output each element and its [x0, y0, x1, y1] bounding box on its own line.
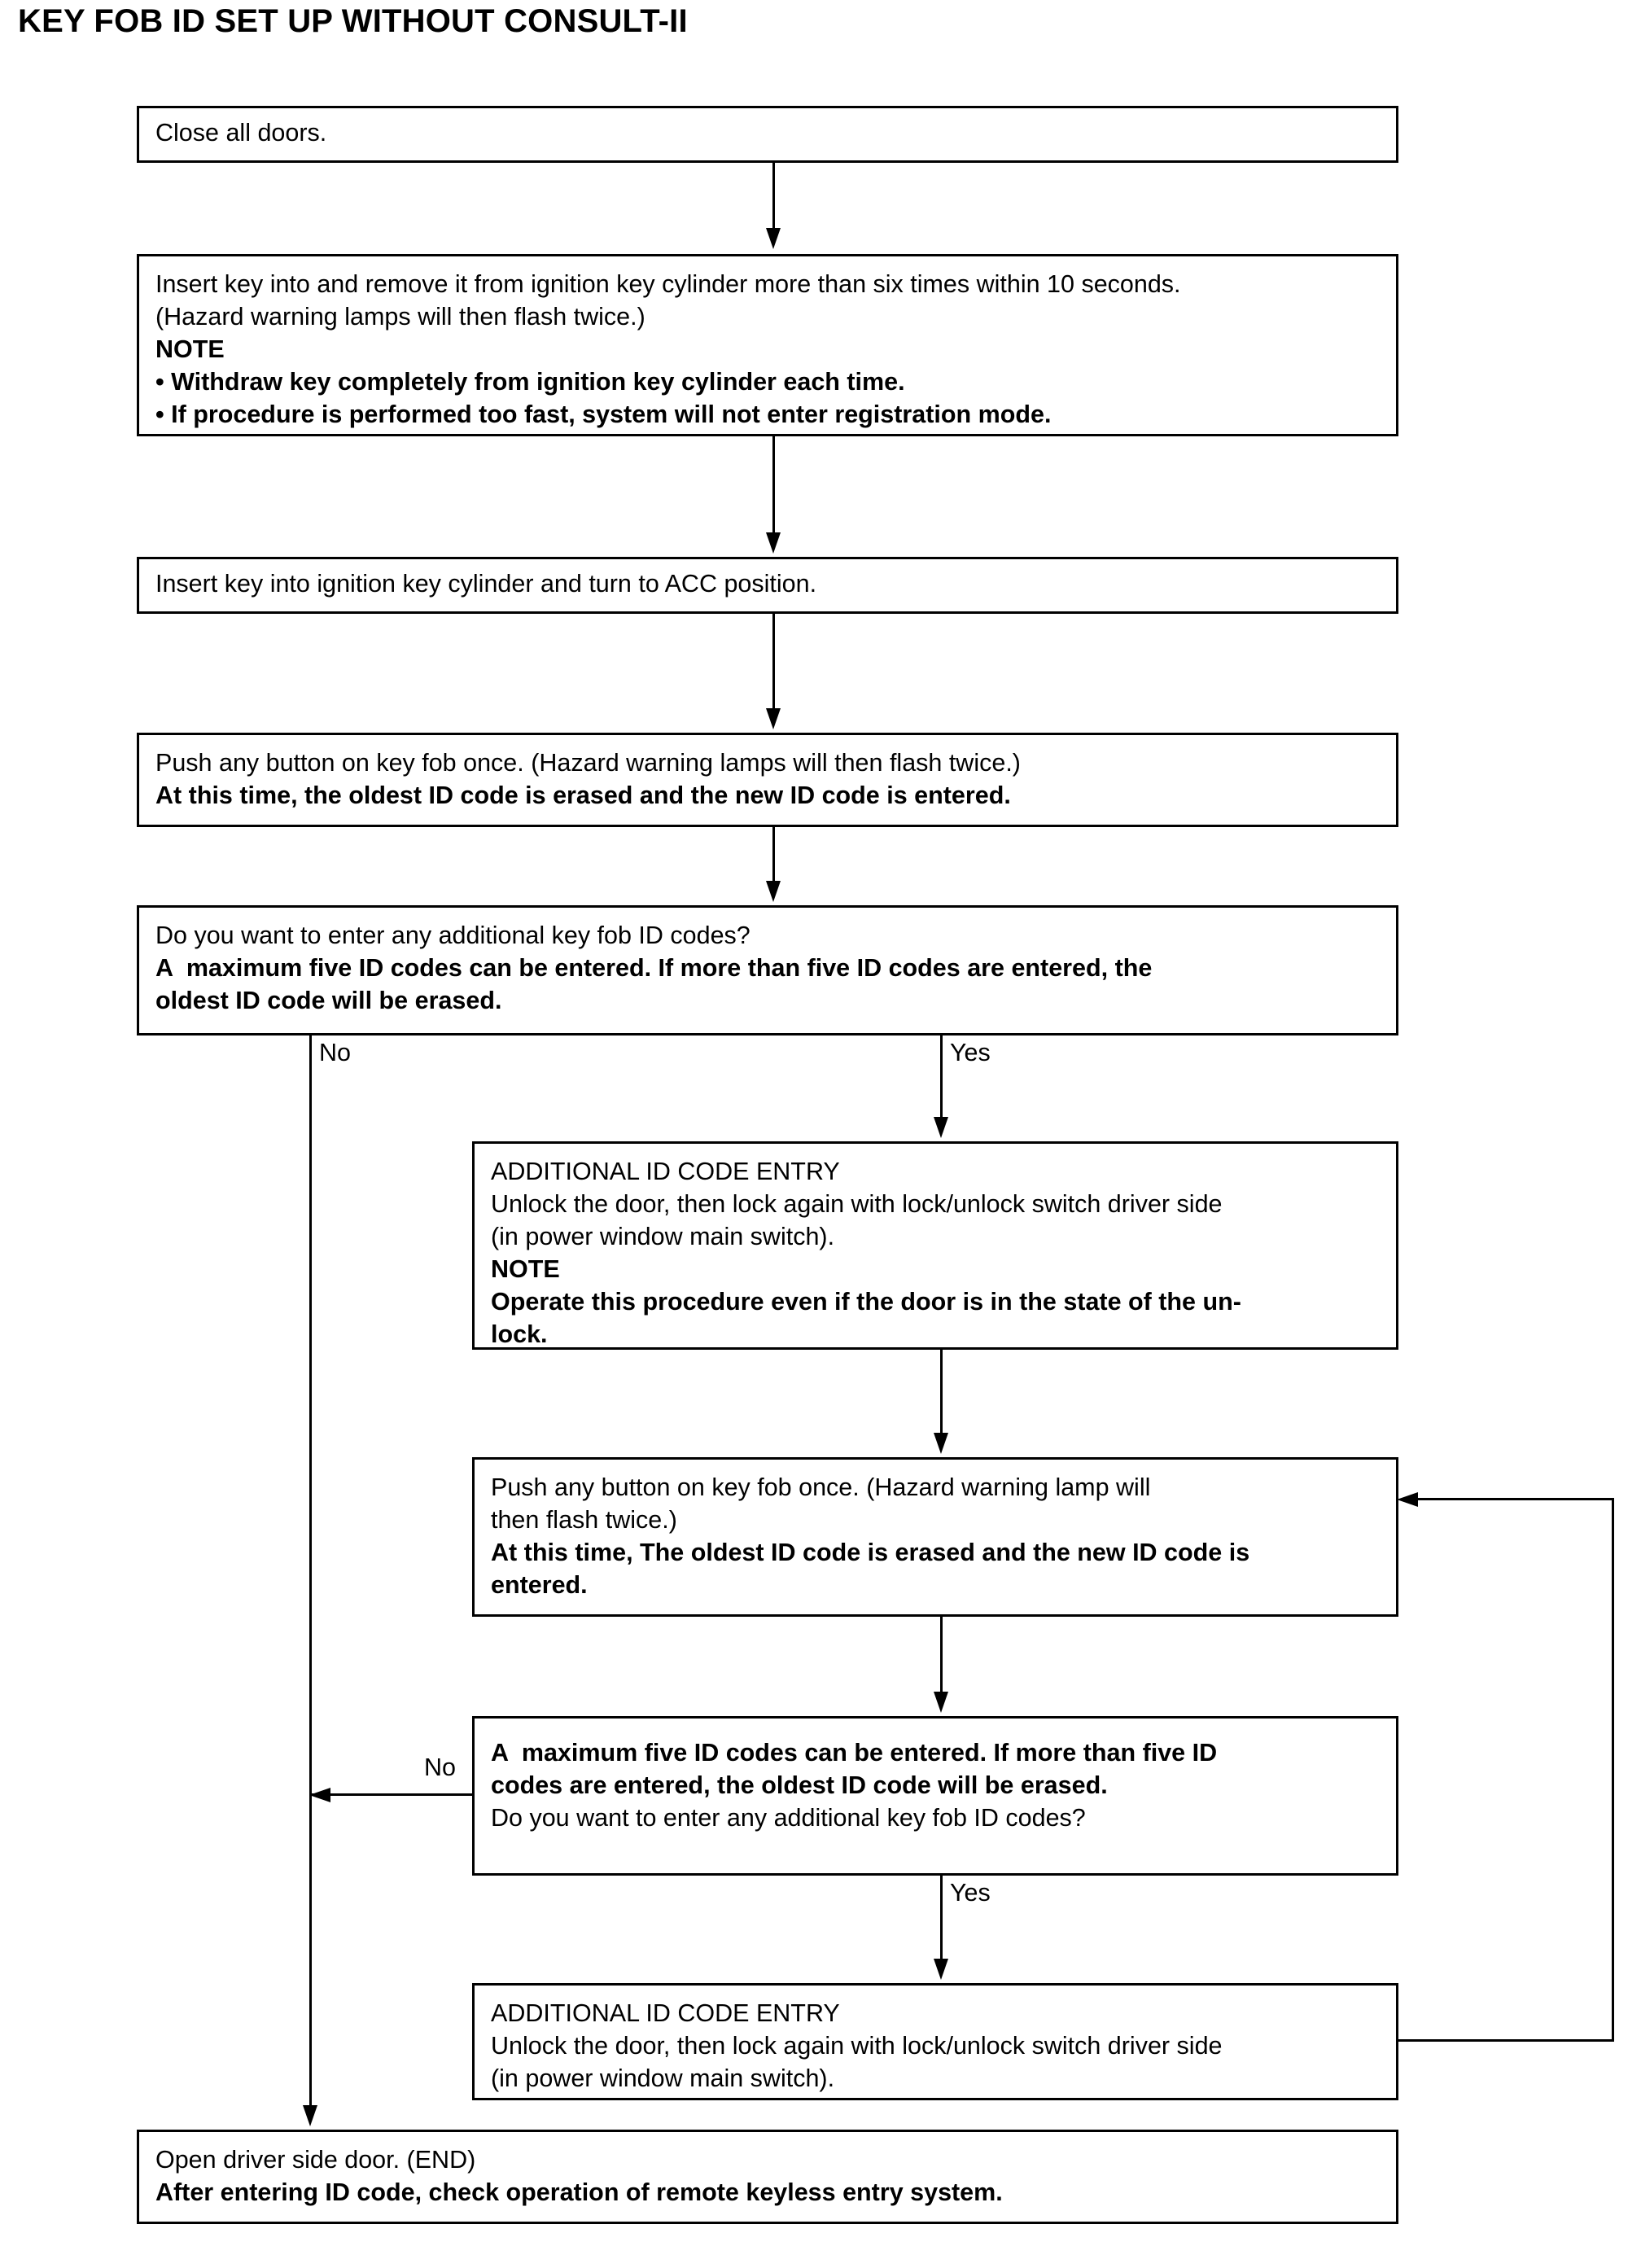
feedback-loop-bottom [1397, 2039, 1614, 2042]
node-push-button-1-line-0: Push any button on key fob once. (Hazard… [155, 749, 1021, 777]
node-insert-remove-key-line-1: (Hazard warning lamps will then flash tw… [155, 303, 645, 331]
node-decision-2-question: Do you want to enter any additional key … [491, 1804, 1086, 1832]
connector-decision2-yes [940, 1876, 943, 1962]
node-end-line-1: After entering ID code, check operation … [155, 2178, 1003, 2206]
node-additional-entry-2: ADDITIONAL ID CODE ENTRY Unlock the door… [472, 1983, 1398, 2100]
node-insert-remove-key-note-heading: NOTE [155, 335, 225, 363]
node-turn-acc-line-0: Insert key into ignition key cylinder an… [155, 570, 817, 598]
node-decision-1: Do you want to enter any additional key … [137, 905, 1398, 1035]
connector-5 [940, 1350, 943, 1436]
arrow-3 [766, 708, 781, 729]
node-push-button-2-line-2: At this time, The oldest ID code is eras… [491, 1539, 1250, 1566]
connector-1 [772, 163, 775, 231]
arrow-2 [766, 532, 781, 554]
branch-label-decision1-yes: Yes [950, 1039, 991, 1066]
node-additional-entry-1-line-1: Unlock the door, then lock again with lo… [491, 1190, 1223, 1218]
connector-decision1-yes [940, 1035, 943, 1120]
node-decision-1-note-line-0: A maximum five ID codes can be entered. … [155, 954, 1153, 982]
connector-2 [772, 436, 775, 536]
branch-label-decision2-yes: Yes [950, 1879, 991, 1907]
node-end-line-0: Open driver side door. (END) [155, 2146, 476, 2174]
node-additional-entry-2-line-1: Unlock the door, then lock again with lo… [491, 2032, 1223, 2060]
arrow-decision2-yes [934, 1959, 948, 1980]
node-additional-entry-1-line-2: (in power window main switch). [491, 1223, 835, 1250]
arrow-decision1-yes [934, 1117, 948, 1138]
node-end: Open driver side door. (END) After enter… [137, 2130, 1398, 2224]
node-additional-entry-1-note-line-1: lock. [491, 1320, 548, 1348]
node-additional-entry-1-note-line-0: Operate this procedure even if the door … [491, 1288, 1241, 1316]
node-insert-remove-key-line-0: Insert key into and remove it from ignit… [155, 270, 1181, 298]
node-decision-1-question: Do you want to enter any additional key … [155, 922, 750, 949]
connector-4 [772, 827, 775, 884]
node-push-button-2-line-3: entered. [491, 1571, 588, 1599]
node-push-button-2-line-0: Push any button on key fob once. (Hazard… [491, 1473, 1151, 1501]
node-additional-entry-1: ADDITIONAL ID CODE ENTRY Unlock the door… [472, 1141, 1398, 1350]
connector-decision2-no [312, 1793, 474, 1796]
node-decision-2-note-line-1: codes are entered, the oldest ID code wi… [491, 1771, 1108, 1799]
node-push-button-2-line-1: then flash twice.) [491, 1506, 677, 1534]
branch-label-decision2-no: No [424, 1754, 456, 1781]
node-decision-1-note-line-1: oldest ID code will be erased. [155, 987, 502, 1014]
arrow-5 [934, 1433, 948, 1454]
node-additional-entry-1-heading: ADDITIONAL ID CODE ENTRY [491, 1158, 840, 1185]
branch-label-decision1-no: No [319, 1039, 351, 1066]
arrow-1 [766, 228, 781, 249]
node-push-button-1-line-1: At this time, the oldest ID code is eras… [155, 782, 1011, 809]
node-close-doors-line-0: Close all doors. [155, 119, 327, 147]
arrow-decision1-no [303, 2105, 317, 2126]
node-insert-remove-key-bullet-1: • If procedure is performed too fast, sy… [155, 401, 1052, 428]
connector-3 [772, 614, 775, 711]
node-push-button-1: Push any button on key fob once. (Hazard… [137, 733, 1398, 827]
arrow-4 [766, 881, 781, 902]
arrow-6 [934, 1692, 948, 1713]
node-additional-entry-2-heading: ADDITIONAL ID CODE ENTRY [491, 1999, 840, 2027]
node-push-button-2: Push any button on key fob once. (Hazard… [472, 1457, 1398, 1617]
connector-decision1-no [309, 1035, 312, 2110]
node-insert-remove-key-bullet-0: • Withdraw key completely from ignition … [155, 368, 905, 396]
node-insert-remove-key: Insert key into and remove it from ignit… [137, 254, 1398, 436]
feedback-loop-top [1408, 1498, 1614, 1500]
node-close-doors: Close all doors. [137, 106, 1398, 163]
node-additional-entry-1-note-heading: NOTE [491, 1255, 560, 1283]
node-additional-entry-2-line-2: (in power window main switch). [491, 2064, 835, 2092]
arrow-decision2-no [309, 1788, 330, 1802]
node-turn-acc: Insert key into ignition key cylinder an… [137, 557, 1398, 614]
page-title: KEY FOB ID SET UP WITHOUT CONSULT-II [18, 3, 688, 39]
node-decision-2: A maximum five ID codes can be entered. … [472, 1716, 1398, 1876]
node-decision-2-note-line-0: A maximum five ID codes can be entered. … [491, 1739, 1218, 1767]
feedback-loop-right [1612, 1498, 1614, 2042]
connector-6 [940, 1617, 943, 1695]
feedback-loop-arrow [1397, 1492, 1418, 1507]
